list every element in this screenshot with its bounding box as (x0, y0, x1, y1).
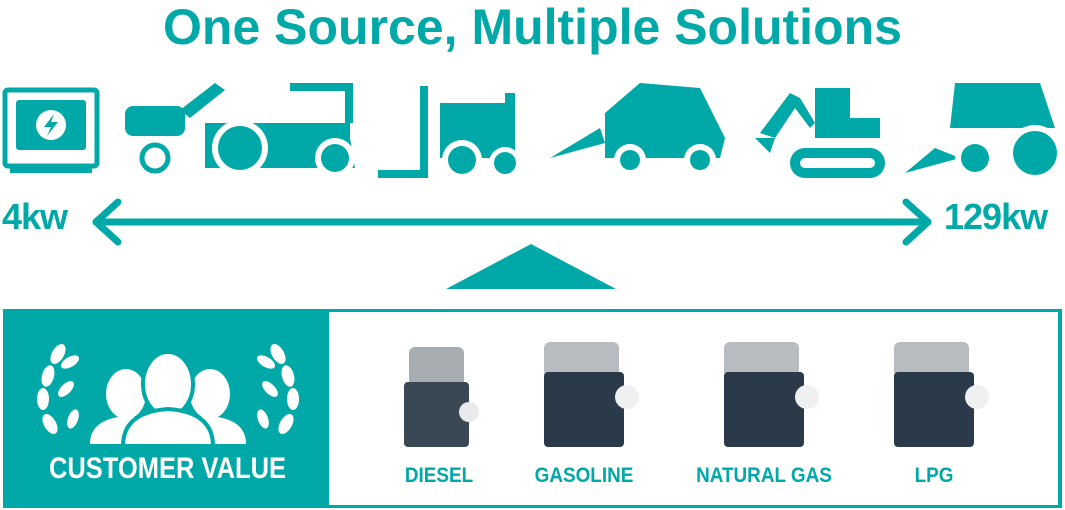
tiller-icon (125, 83, 225, 174)
laurel-left-icon (37, 344, 80, 434)
engine-label: GASOLINE (534, 464, 634, 487)
engine-label: DIESEL (404, 464, 474, 487)
customer-group-icon (37, 344, 299, 448)
engine-lpg: LPG (854, 312, 1014, 505)
engine-gasoline: GASOLINE (504, 312, 664, 505)
engine-diesel: DIESEL (359, 312, 519, 505)
diesel-engine-image (404, 347, 479, 447)
gasoline-engine-image (544, 342, 639, 447)
skid-steer-loader-icon (550, 83, 725, 176)
min-power-label: 4kw (2, 196, 68, 237)
engine-natural-gas: NATURAL GAS (684, 312, 844, 505)
road-roller-icon (205, 83, 355, 178)
pointer-triangle (446, 244, 616, 289)
excavator-icon (755, 88, 885, 178)
engine-panel: DIESEL GASOLINE NATURAL GAS LPG (329, 312, 1058, 505)
tractor-loader-icon (905, 83, 1063, 181)
natural-gas-engine-image (724, 342, 819, 447)
equipment-icons (2, 83, 1063, 181)
power-range-arrow (92, 198, 932, 246)
engine-label: LPG (914, 464, 954, 487)
generator-icon (2, 87, 100, 173)
engine-label: NATURAL GAS (696, 464, 832, 487)
forklift-icon (378, 86, 521, 180)
customer-value-label: CUSTOMER VALUE (48, 452, 287, 485)
laurel-right-icon (256, 344, 299, 434)
max-power-label: 129kw (944, 196, 1048, 237)
page-title: One Source, Multiple Solutions (163, 0, 902, 55)
lpg-engine-image (894, 342, 989, 447)
